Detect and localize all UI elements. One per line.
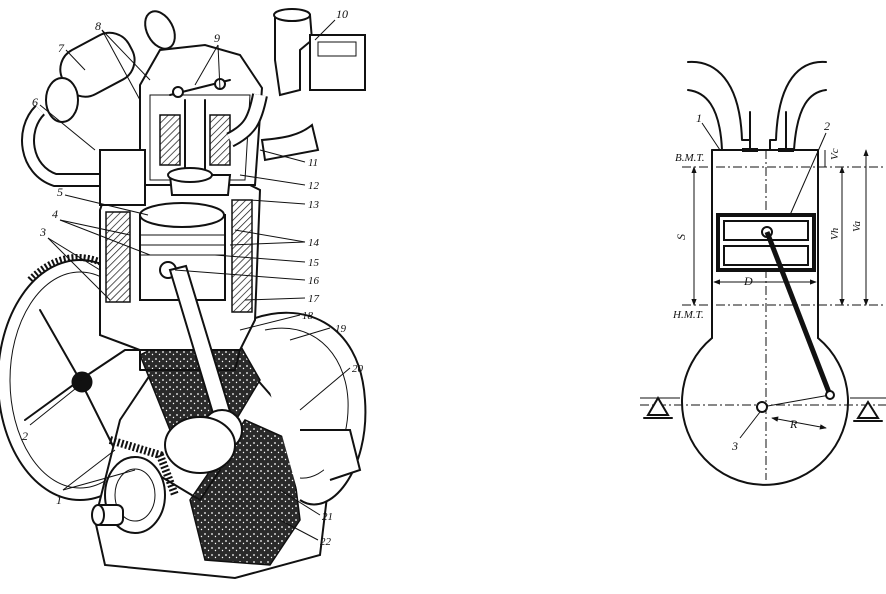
callout-19: 19 <box>335 323 347 335</box>
callout-22: 22 <box>320 536 332 548</box>
cutaway-leaders <box>29 19 351 541</box>
engine-cutaway: 1 2 3 4 5 6 7 8 9 10 11 12 13 14 15 16 1… <box>0 7 367 580</box>
bearing-left <box>640 396 680 419</box>
callout-4: 4 <box>52 207 58 221</box>
carburetor <box>226 8 366 162</box>
bore-label: D <box>743 274 753 288</box>
piston-assembly <box>139 202 243 501</box>
crank-arm <box>761 394 831 408</box>
connecting-rod <box>764 231 833 396</box>
radius-label: R <box>789 417 798 431</box>
callout-3: 3 <box>39 225 46 239</box>
callout-8: 8 <box>95 19 101 33</box>
callout-20: 20 <box>352 363 364 375</box>
callout-13: 13 <box>308 199 320 211</box>
callout-11: 11 <box>308 157 318 169</box>
vc-label: Vc <box>829 148 841 160</box>
bdc-label: Н.М.Т. <box>672 309 704 321</box>
piston <box>716 213 816 272</box>
crank-center <box>756 401 768 413</box>
tdc-label: В.М.Т. <box>675 152 705 164</box>
crank-pin <box>825 390 835 400</box>
callout-2: 2 <box>22 429 28 443</box>
exhaust-port <box>769 60 827 151</box>
callout-6: 6 <box>32 95 38 109</box>
cylinder-head <box>139 43 264 196</box>
exhaust <box>21 10 176 206</box>
callout-16: 16 <box>308 275 320 287</box>
schematic-callout-3: 3 <box>731 439 738 453</box>
cutaway-labels: 1 2 3 4 5 6 7 8 9 10 11 12 13 14 15 16 1… <box>22 7 364 548</box>
callout-12: 12 <box>308 180 320 192</box>
flywheel-right <box>249 311 367 506</box>
callout-18: 18 <box>302 310 314 322</box>
callout-21: 21 <box>322 511 333 523</box>
callout-9: 9 <box>214 31 220 45</box>
callout-17: 17 <box>308 293 320 305</box>
bearing-right <box>850 397 886 422</box>
callout-15: 15 <box>308 257 320 269</box>
stroke-label: S <box>674 234 688 240</box>
schematic-callout-2: 2 <box>824 119 830 133</box>
callout-14: 14 <box>308 237 320 249</box>
radius-dimension <box>771 416 827 430</box>
callout-5: 5 <box>57 185 63 199</box>
intake-port <box>687 60 751 151</box>
crankshaft <box>79 349 179 534</box>
callout-7: 7 <box>58 41 65 55</box>
callout-10: 10 <box>336 7 348 21</box>
callout-1: 1 <box>56 493 62 507</box>
va-label: Va <box>851 221 863 233</box>
schematic-callout-1: 1 <box>696 111 702 125</box>
engine-schematic: 1 2 3 В.М.Т. Н.М.Т. S D R Vc Vh Va <box>640 60 886 486</box>
cylinder <box>681 149 849 486</box>
vh-label: Vh <box>829 227 841 240</box>
